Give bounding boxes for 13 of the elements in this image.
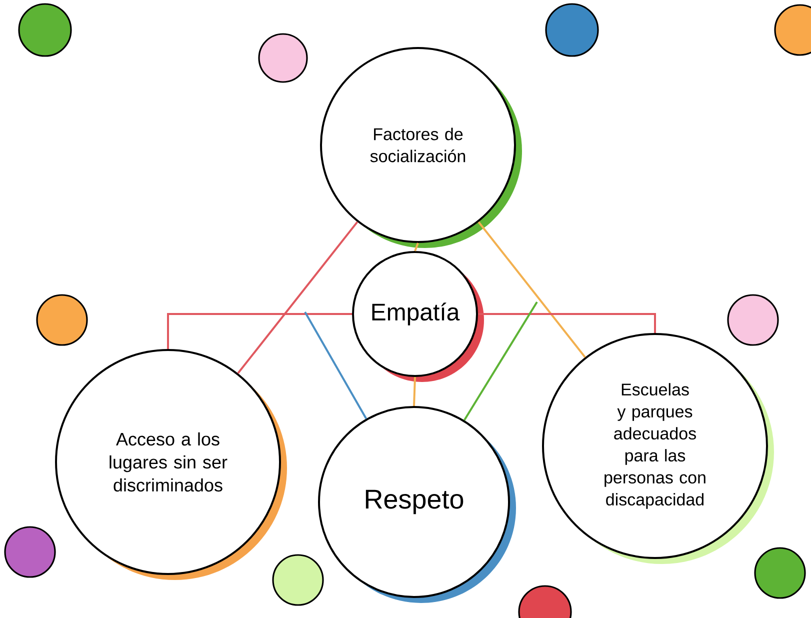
circle-node: Factores de socialización	[320, 47, 522, 248]
connector-line	[237, 221, 358, 374]
connector-line	[167, 313, 352, 349]
connector-line	[478, 313, 656, 333]
circle-node: Escuelas y parques adecuados para las personas con discapacidad	[542, 333, 774, 564]
circle-node: Empatía	[352, 251, 484, 382]
connector-line	[414, 242, 419, 252]
circle-node: Respeto	[318, 406, 516, 603]
connector-line	[304, 312, 368, 420]
connector-line	[413, 376, 416, 406]
circle-node: Acceso a los lugares sin ser discriminados	[55, 349, 287, 580]
connector-line	[478, 221, 586, 358]
connector-line	[463, 301, 538, 421]
